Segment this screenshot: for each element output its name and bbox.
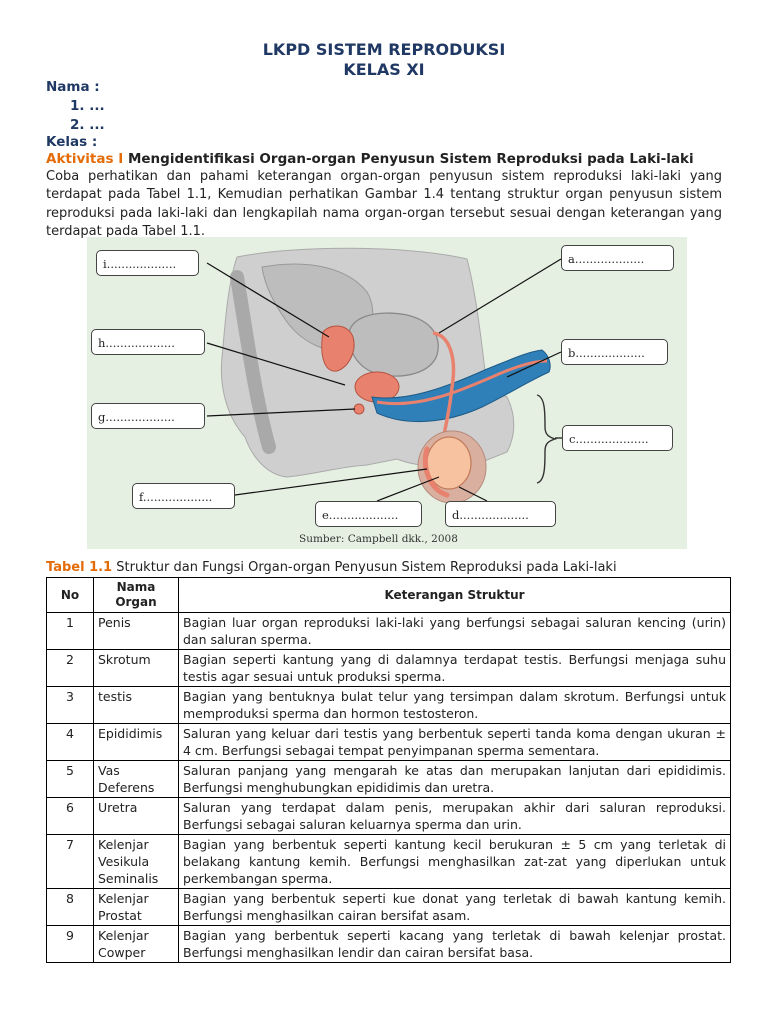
epididymis-shape <box>422 446 450 498</box>
row-desc: Saluran yang keluar dari testis yang ber… <box>178 723 731 761</box>
row-desc: Bagian luar organ reproduksi laki-laki y… <box>178 612 731 650</box>
label-box-f: f................... <box>132 483 235 509</box>
table-row: 1 Penis Bagian luar organ reproduksi lak… <box>46 612 731 650</box>
row-name: Epididimis <box>93 723 179 761</box>
row-desc: Saluran yang terdapat dalam penis, merup… <box>178 797 731 835</box>
table-caption: Tabel 1.1 Struktur dan Fungsi Organ-orga… <box>46 560 617 575</box>
table-row: 5 Vas Deferens Saluran panjang yang meng… <box>46 760 731 798</box>
table-row: 9 Kelenjar Cowper Bagian yang berbentuk … <box>46 925 731 963</box>
rectum <box>230 270 276 454</box>
activity-instructions: Coba perhatikan dan pahami keterangan or… <box>46 169 722 239</box>
row-no: 4 <box>46 723 94 761</box>
row-no: 7 <box>46 834 94 889</box>
testis-shape <box>426 436 472 490</box>
row-desc: Bagian yang berbentuk seperti kantung ke… <box>178 834 731 889</box>
label-box-e: e................... <box>315 501 422 527</box>
row-desc: Saluran panjang yang mengarah ke atas da… <box>178 760 731 798</box>
table-row: 8 Kelenjar Prostat Bagian yang berbentuk… <box>46 888 731 926</box>
table-row: 2 Skrotum Bagian seperti kantung yang di… <box>46 649 731 687</box>
row-no: 8 <box>46 888 94 926</box>
table-row: 4 Epididimis Saluran yang keluar dari te… <box>46 723 731 761</box>
label-box-d: d................... <box>445 501 556 527</box>
table-row: 7 Kelenjar Vesikula Seminalis Bagian yan… <box>46 834 731 889</box>
row-name: Uretra <box>93 797 179 835</box>
table-caption-label: Tabel 1.1 <box>46 560 113 575</box>
row-no: 5 <box>46 760 94 798</box>
page-title: LKPD SISTEM REPRODUKSI <box>262 40 506 59</box>
row-no: 2 <box>46 649 94 687</box>
row-name: Kelenjar Prostat <box>93 888 179 926</box>
label-box-c: c.................... <box>562 425 673 451</box>
penis-shape <box>371 349 551 422</box>
table-caption-text: Struktur dan Fungsi Organ-organ Penyusun… <box>116 560 617 575</box>
label-box-h: h................... <box>91 329 205 355</box>
row-name: Kelenjar Cowper <box>93 925 179 963</box>
row-no: 1 <box>46 612 94 650</box>
activity-title: Mengidentifikasi Organ-organ Penyusun Si… <box>127 151 694 167</box>
table-header-row: No Nama Organ Keterangan Struktur <box>46 577 731 613</box>
row-desc: Bagian yang berbentuk seperti kacang yan… <box>178 925 731 963</box>
page-subtitle: KELAS XI <box>343 60 425 79</box>
leader-lines <box>206 258 565 502</box>
anatomy-figure: i................... h..................… <box>87 237 687 549</box>
row-no: 6 <box>46 797 94 835</box>
row-desc: Bagian seperti kantung yang di dalamnya … <box>178 649 731 687</box>
row-desc: Bagian yang berbentuk seperti kue donat … <box>178 888 731 926</box>
label-box-a: a................... <box>561 245 674 271</box>
header-name: Nama Organ <box>93 577 179 613</box>
figure-source: Sumber: Campbell dkk., 2008 <box>299 533 458 545</box>
table-row: 3 testis Bagian yang bentuknya bulat tel… <box>46 686 731 724</box>
label-box-i: i................... <box>96 250 199 276</box>
row-name: testis <box>93 686 179 724</box>
activity-label: Aktivitas I <box>46 151 124 167</box>
cowper-shape <box>353 403 365 415</box>
kelas-label: Kelas : <box>46 134 98 150</box>
row-no: 9 <box>46 925 94 963</box>
nama-item-2: 2. ... <box>70 117 105 133</box>
urethra-line <box>376 359 548 406</box>
row-name: Penis <box>93 612 179 650</box>
row-name: Kelenjar Vesikula Seminalis <box>93 834 179 889</box>
seminal-vesicle-shape <box>321 325 355 372</box>
nama-label: Nama : <box>46 79 100 95</box>
table-row: 6 Uretra Saluran yang terdapat dalam pen… <box>46 797 731 835</box>
row-name: Skrotum <box>93 649 179 687</box>
activity-heading: Aktivitas I Mengidentifikasi Organ-organ… <box>46 151 736 167</box>
row-name: Vas Deferens <box>93 760 179 798</box>
anatomy-illustration <box>206 247 565 504</box>
row-desc: Bagian yang bentuknya bulat telur yang t… <box>178 686 731 724</box>
penis-bracket <box>536 394 558 484</box>
label-box-g: g................... <box>91 403 205 429</box>
header-desc: Keterangan Struktur <box>178 577 731 613</box>
organ-structure-table: No Nama Organ Keterangan Struktur 1 Peni… <box>46 577 731 963</box>
bladder-shape <box>348 312 439 377</box>
label-box-b: b................... <box>561 339 668 365</box>
nama-item-1: 1. ... <box>70 98 105 114</box>
row-no: 3 <box>46 686 94 724</box>
header-no: No <box>46 577 94 613</box>
